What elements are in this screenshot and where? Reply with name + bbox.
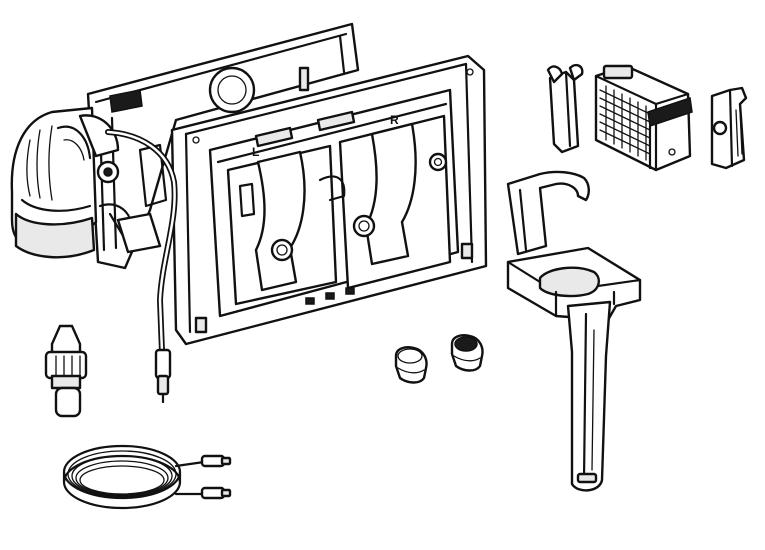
cleaning-block-grid [599,85,651,161]
front-actuator-frame: L R [170,54,488,346]
cleaning-block-clip [546,63,584,154]
coiled-cable [62,444,232,510]
actuator-motor-unit [10,106,162,259]
frame-label-left: L [252,145,259,159]
cap-left [394,346,428,384]
cleaning-block-box [594,64,693,172]
clip-bracket [710,86,748,170]
connection-cable [105,129,178,404]
connector-plug [44,324,88,418]
cap-right [450,334,484,372]
frame-label-right: R [390,113,399,127]
mounting-bracket-holder [506,170,642,492]
